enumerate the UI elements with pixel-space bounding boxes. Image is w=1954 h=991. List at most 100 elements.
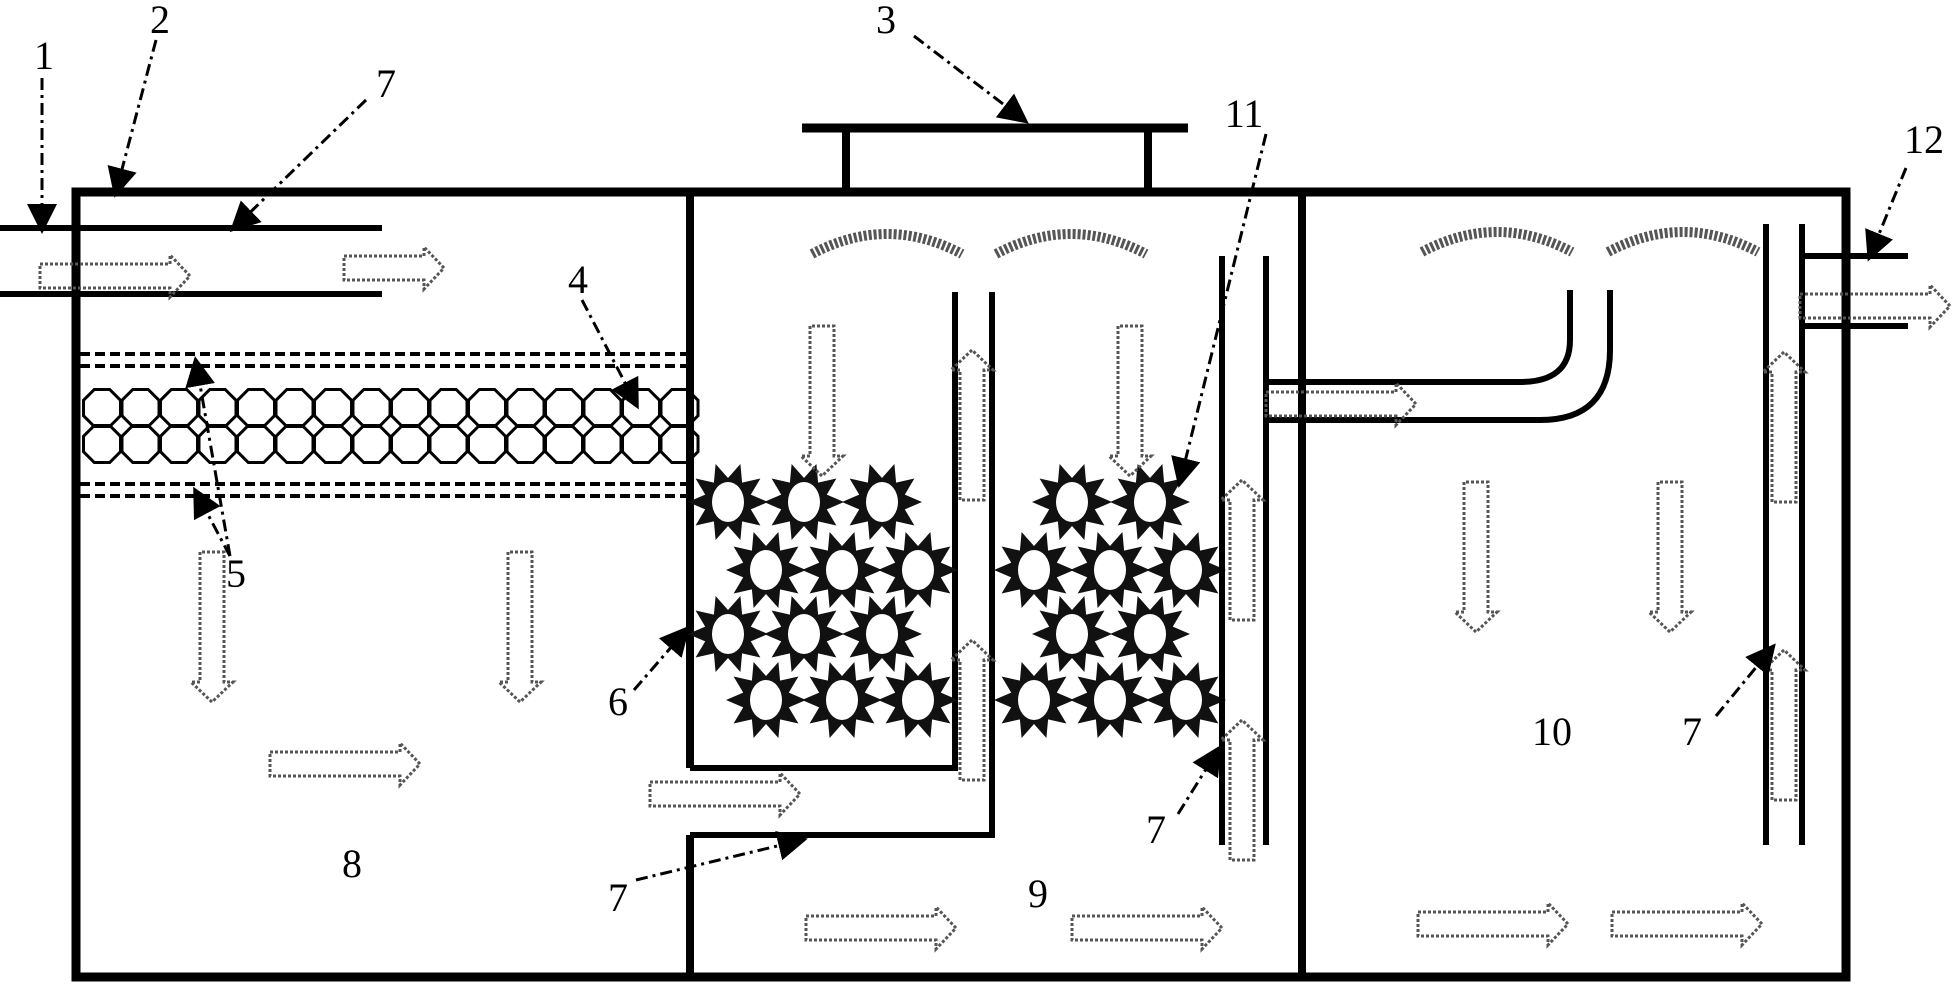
media-cell (351, 424, 392, 464)
carrier-core (1056, 614, 1088, 654)
carrier-core (712, 614, 744, 654)
media-cell (544, 424, 584, 464)
media-cell (544, 388, 584, 428)
flow-arrow-up (1759, 349, 1809, 504)
flow-arrow-right (648, 769, 803, 819)
transfer-pipe-upper (1266, 290, 1573, 385)
carrier-element (1032, 596, 1112, 672)
media-cell (390, 388, 430, 428)
media-cell (120, 388, 161, 428)
flow-arrow-right (1070, 903, 1225, 953)
carrier-core (902, 680, 934, 720)
leader-lines (27, 34, 1908, 882)
label-1: 1 (34, 33, 54, 78)
circulation-arrow (993, 229, 1149, 259)
leader-line (193, 486, 232, 557)
media-cell (467, 424, 507, 464)
carrier-core (1094, 680, 1126, 720)
carrier-element (802, 532, 882, 608)
media-cell (274, 424, 315, 464)
flow-arrow-up (1217, 717, 1267, 862)
carrier-core (1056, 482, 1088, 522)
carrier-element (764, 464, 844, 540)
media-cell (428, 424, 469, 464)
label-7-inlet: 7 (376, 61, 396, 106)
label-4: 4 (568, 257, 588, 302)
carrier-core (1018, 550, 1050, 590)
media-cell (505, 388, 546, 428)
flow-arrow-up (1217, 477, 1267, 622)
carrier-element (994, 662, 1074, 738)
flow-arrow-up (947, 637, 997, 782)
circulation-arrow (1605, 227, 1761, 257)
carrier-core (866, 614, 898, 654)
carrier-element (994, 532, 1074, 608)
flow-arrow-down (1451, 480, 1501, 635)
flow-arrow-up (947, 347, 997, 502)
carrier-core (712, 482, 744, 522)
circulation-arrow (1419, 227, 1575, 257)
media-cell (274, 388, 315, 428)
media-cell (197, 424, 238, 464)
label-2: 2 (150, 0, 170, 42)
media-cell (82, 424, 122, 464)
carrier-core (826, 680, 858, 720)
carrier-core (826, 550, 858, 590)
flow-arrow-down (1645, 480, 1695, 635)
flow-arrow-right (1610, 899, 1765, 949)
transfer-pipe-lower (1266, 290, 1613, 423)
media-cell (621, 388, 661, 428)
label-7-chamber10: 7 (1682, 709, 1702, 754)
leader-line (635, 831, 808, 882)
flow-arrow-down (495, 550, 545, 705)
carrier-element (1110, 464, 1190, 540)
biofilm-carrier-right (994, 464, 1226, 738)
leader-line (1714, 643, 1776, 717)
label-5: 5 (226, 551, 246, 596)
label-7-chamber8: 7 (608, 875, 628, 920)
leader-line (1176, 744, 1222, 815)
baffle-9-left (690, 292, 958, 771)
carrier-core (866, 482, 898, 522)
carrier-core (1094, 550, 1126, 590)
flow-arrow-right (1264, 379, 1419, 429)
media-cell (467, 388, 507, 428)
carrier-core (750, 680, 782, 720)
leader-line (632, 625, 690, 691)
label-10: 10 (1532, 709, 1572, 754)
leader-line (229, 98, 368, 233)
carrier-element (688, 464, 768, 540)
leader-line (107, 39, 158, 198)
carrier-core (788, 614, 820, 654)
flow-arrow-down (797, 324, 847, 479)
biofilm-carrier-left (688, 464, 958, 738)
label-7-chamber9: 7 (1146, 807, 1166, 852)
carrier-core (788, 482, 820, 522)
media-cell (82, 388, 122, 428)
carrier-element (1070, 662, 1150, 738)
carrier-element (802, 662, 882, 738)
carrier-core (1170, 550, 1202, 590)
tank-outer-wall (71, 187, 1851, 982)
leader-line (185, 356, 232, 557)
carrier-core (1170, 680, 1202, 720)
media-cell (505, 424, 546, 464)
flow-arrow-right (804, 903, 959, 953)
carrier-element (842, 464, 922, 540)
flow-arrow-right (1798, 281, 1953, 331)
media-cell (582, 388, 623, 428)
label-12: 12 (1904, 117, 1944, 162)
carrier-element (1032, 464, 1112, 540)
media-cell (313, 388, 353, 428)
media-cell (313, 424, 353, 464)
carrier-core (750, 550, 782, 590)
media-cell (582, 424, 623, 464)
leader-line (913, 34, 1029, 124)
flow-arrows (38, 227, 1953, 953)
carrier-element (688, 596, 768, 672)
carrier-core (1134, 614, 1166, 654)
carrier-element (726, 532, 806, 608)
carrier-element (764, 596, 844, 672)
